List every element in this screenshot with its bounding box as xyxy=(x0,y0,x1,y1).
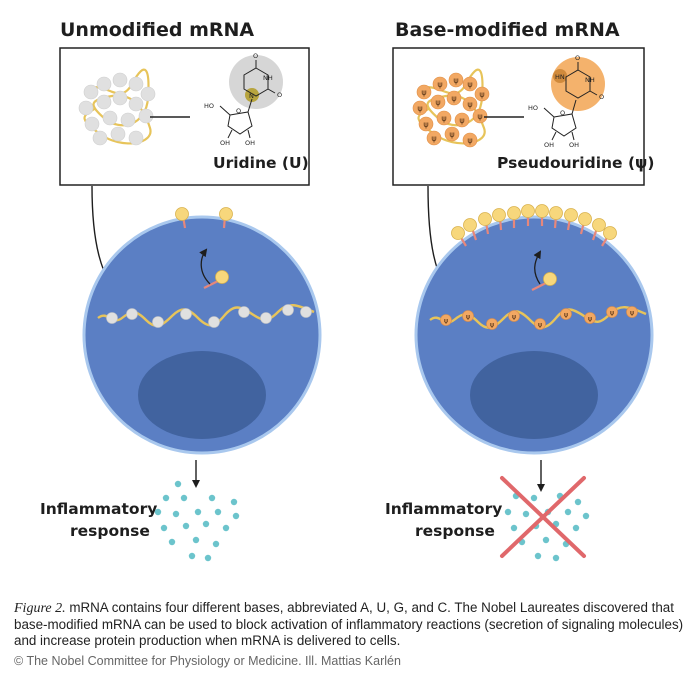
right-cell-mrna-strand: ψ ψ ψ ψ ψ ψ ψ ψ ψ xyxy=(429,306,647,330)
image-credit: © The Nobel Committee for Physiology or … xyxy=(14,654,401,668)
mrna-comparison-diagram: Unmodified mRNA O NH O N xyxy=(40,19,654,562)
left-response-label-line2: response xyxy=(70,522,150,540)
pseudouridine-label: Pseudouridine (ψ) xyxy=(497,154,654,172)
psi-base-symbol: ψ xyxy=(610,308,614,316)
psi-base-symbol: ψ xyxy=(449,130,454,139)
psi-base-symbol: ψ xyxy=(466,312,470,320)
psi-base-symbol: ψ xyxy=(564,310,568,318)
caption-text: mRNA contains four different bases, abbr… xyxy=(14,600,684,648)
right-response-label-line2: response xyxy=(415,522,495,540)
svg-text:OH: OH xyxy=(245,139,255,147)
right-signal-molecules xyxy=(504,492,590,562)
svg-text:O: O xyxy=(277,91,282,99)
left-cell-mrna-strand xyxy=(97,304,315,328)
left-panel-title: Unmodified mRNA xyxy=(60,19,254,41)
uridine-structure: O NH O N O HO OH OH xyxy=(204,52,283,147)
svg-text:NH: NH xyxy=(263,74,273,82)
left-cell xyxy=(82,215,322,455)
pseudouridine-structure: O NH O HN O HO OH OH xyxy=(528,54,605,149)
psi-base-symbol: ψ xyxy=(444,316,448,324)
svg-text:NH: NH xyxy=(585,76,595,84)
psi-base-symbol: ψ xyxy=(423,120,428,129)
svg-text:O: O xyxy=(560,109,565,117)
psi-base-symbol: ψ xyxy=(453,76,458,85)
psi-base-symbol: ψ xyxy=(467,100,472,109)
right-response-label-line1: Inflammatory xyxy=(385,500,502,518)
psi-base-symbol: ψ xyxy=(421,88,426,97)
right-receptors xyxy=(451,204,617,291)
psi-base-symbol: ψ xyxy=(441,114,446,123)
psi-base-symbol: ψ xyxy=(437,80,442,89)
psi-base-symbol: ψ xyxy=(435,98,440,107)
blocked-response-cross xyxy=(500,476,586,558)
svg-text:OH: OH xyxy=(569,141,579,149)
svg-text:O: O xyxy=(599,93,604,101)
psi-base-symbol: ψ xyxy=(459,116,464,125)
left-receptors xyxy=(175,207,233,289)
right-cell xyxy=(414,215,654,455)
psi-base-symbol: ψ xyxy=(467,80,472,89)
svg-text:O: O xyxy=(236,107,241,115)
psi-base-symbol: ψ xyxy=(588,314,592,322)
left-cell-nucleus xyxy=(138,351,266,439)
svg-text:O: O xyxy=(253,52,258,60)
svg-text:HO: HO xyxy=(204,102,214,110)
svg-text:OH: OH xyxy=(544,141,554,149)
right-panel-title: Base-modified mRNA xyxy=(395,19,620,41)
psi-base-symbol: ψ xyxy=(479,90,484,99)
psi-base-symbol: ψ xyxy=(512,312,516,320)
svg-text:HN: HN xyxy=(555,73,565,81)
psi-base-symbol: ψ xyxy=(477,112,482,121)
psi-base-symbol: ψ xyxy=(630,308,634,316)
left-response-label-line1: Inflammatory xyxy=(40,500,157,518)
psi-base-symbol: ψ xyxy=(431,134,436,143)
psi-base-symbol: ψ xyxy=(417,104,422,113)
svg-text:HO: HO xyxy=(528,104,538,112)
uridine-label: Uridine (U) xyxy=(213,154,309,172)
figure-reference: Figure 2. xyxy=(14,601,66,616)
psi-base-symbol: ψ xyxy=(538,320,542,328)
svg-text:N: N xyxy=(249,92,254,100)
psi-base-symbol: ψ xyxy=(451,94,456,103)
unmodified-mrna-coil xyxy=(78,68,156,146)
svg-text:O: O xyxy=(575,54,580,62)
left-signal-molecules xyxy=(154,480,240,562)
figure-caption: Figure 2. mRNA contains four different b… xyxy=(14,600,686,649)
psi-base-symbol: ψ xyxy=(467,136,472,145)
left-panel: Unmodified mRNA O NH O N xyxy=(40,19,322,562)
right-cell-nucleus xyxy=(470,351,598,439)
svg-text:OH: OH xyxy=(220,139,230,147)
psi-base-symbol: ψ xyxy=(490,320,494,328)
